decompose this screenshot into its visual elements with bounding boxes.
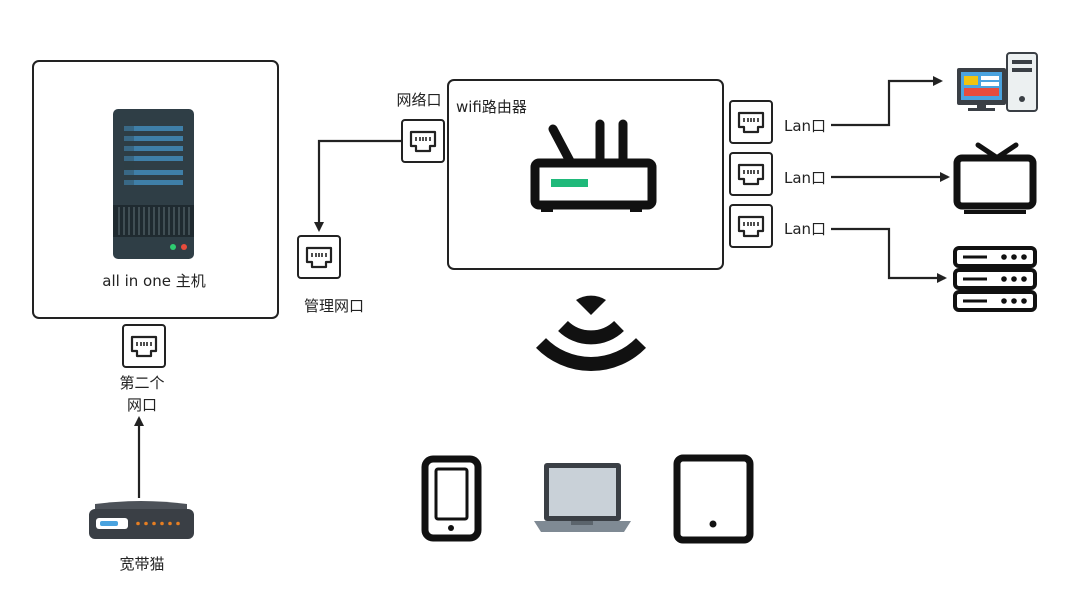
modem-label: 宽带猫 bbox=[119, 555, 164, 573]
router-icon bbox=[530, 119, 657, 212]
net-port-icon bbox=[400, 118, 446, 164]
tv-icon bbox=[953, 142, 1037, 214]
lan-arrow-1 bbox=[831, 76, 943, 127]
watermark-text: 什么值得买 bbox=[980, 560, 1065, 580]
modem-icon bbox=[89, 501, 194, 539]
net-port-label: 网络口 bbox=[396, 91, 441, 109]
lan-port-2-icon bbox=[728, 151, 774, 197]
laptop-icon bbox=[534, 463, 631, 532]
lan-arrow-3 bbox=[831, 227, 947, 283]
mgmt-port-label: 管理网口 bbox=[304, 297, 364, 315]
second-port-label-1: 第二个 bbox=[119, 374, 164, 392]
watermark: 什么值得买 bbox=[952, 558, 1065, 580]
server-rack-icon bbox=[953, 246, 1037, 312]
tablet-icon bbox=[673, 454, 754, 544]
second-port-label-2: 网口 bbox=[127, 396, 157, 414]
lan-port-1-icon bbox=[728, 99, 774, 145]
router-label: wifi路由器 bbox=[456, 98, 527, 116]
server-icon bbox=[113, 109, 194, 259]
lan-port-3-label: Lan口 bbox=[784, 220, 826, 238]
wifi-icon bbox=[536, 295, 646, 372]
mgmt-arrow bbox=[314, 139, 402, 232]
second-port-icon bbox=[121, 323, 167, 369]
mgmt-port-icon bbox=[296, 234, 342, 280]
desktop-pc-icon bbox=[957, 52, 1038, 112]
watermark-logo-icon bbox=[952, 558, 974, 580]
aio-host-label: all in one 主机 bbox=[102, 272, 205, 290]
lan-port-1-label: Lan口 bbox=[784, 117, 826, 135]
lan-port-3-icon bbox=[728, 203, 774, 249]
lan-port-2-label: Lan口 bbox=[784, 169, 826, 187]
phone-icon bbox=[421, 455, 482, 542]
